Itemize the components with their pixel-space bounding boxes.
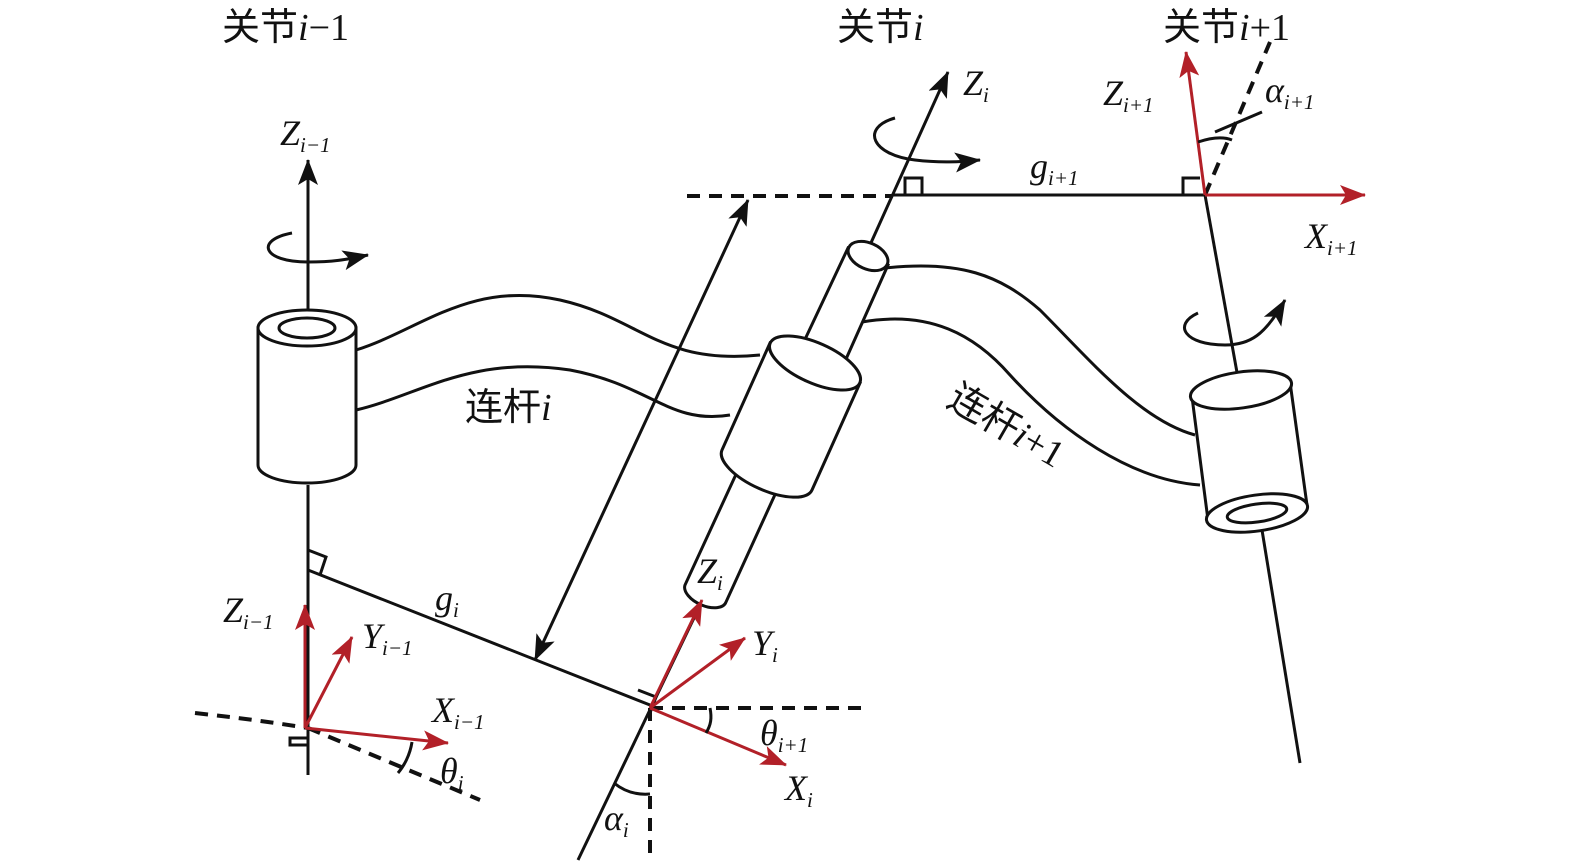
rotation-arrow-icon [873,116,981,173]
link-i-body [355,293,761,418]
z-next-top-label: Zi+1 [1103,73,1154,117]
rotation-arrow-icon [1183,299,1287,347]
joint-next-axis [1183,194,1302,764]
frame-i [613,599,865,862]
frame-next [1179,41,1366,205]
y-prev-label: Yi−1 [362,616,413,660]
link-next-body [861,264,1201,487]
z-prev-top-label: Zi−1 [280,113,331,157]
g-next-label: gi+1 [1030,146,1079,190]
joint-next-cylinder [1188,369,1310,534]
y-i-label: Yi [752,623,778,667]
frame-prev [194,604,481,802]
x-i-label: Xi [783,768,813,812]
theta-next-label: θi+1 [760,713,808,757]
joint-prev-cylinder [256,308,358,485]
alpha-next-label: αi+1 [1265,70,1314,114]
z-i-shaft-label: Zi [697,551,723,595]
joint-i-cylinder [683,239,890,610]
link-i-label: 连杆i [465,387,552,429]
rotation-arrow-icon [266,231,369,271]
g-i-label: gi [435,578,459,622]
link-next-label: 连杆i+1 [941,376,1072,476]
theta-i-label: θi [440,751,464,795]
common-normal-gi [307,548,658,714]
z-prev-frame-label: Zi−1 [223,590,274,634]
common-normal-g-next [893,176,1205,197]
distance-arrow [533,199,750,661]
joint-i-label: 关节i [837,7,924,49]
x-next-label: Xi+1 [1303,216,1358,260]
x-prev-label: Xi−1 [430,690,485,734]
joint-next-label: 关节i+1 [1163,7,1290,49]
joint-prev-label: 关节i−1 [222,7,349,49]
z-i-top-label: Zi [963,63,989,107]
alpha-i-label: αi [604,798,629,842]
